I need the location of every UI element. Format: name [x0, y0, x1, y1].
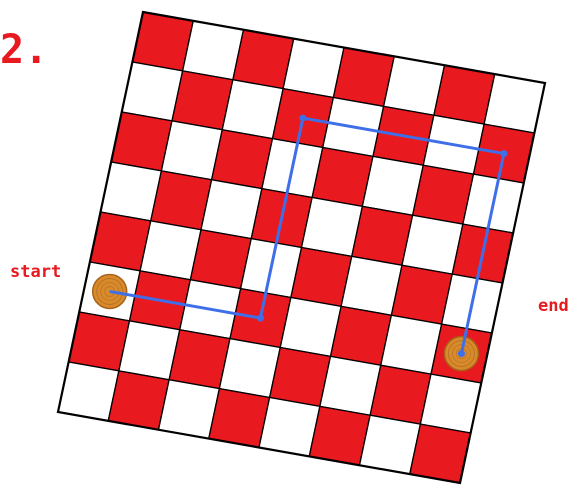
route-corner-dot: [299, 115, 306, 122]
board-squares: [58, 12, 545, 483]
end-label: end: [538, 298, 569, 315]
start-label: start: [10, 264, 61, 281]
route-corner-dot: [500, 150, 507, 157]
route-corner-dot: [257, 315, 264, 322]
route-corner-dot: [458, 350, 465, 357]
